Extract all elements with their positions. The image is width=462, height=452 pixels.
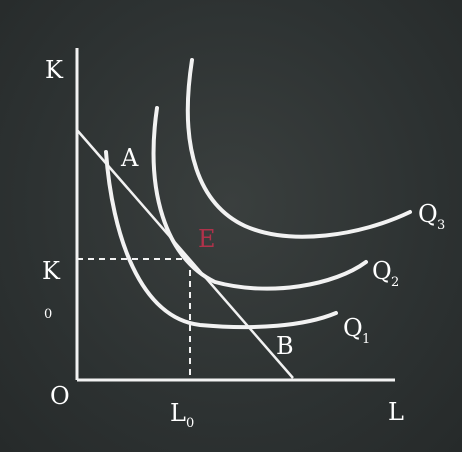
k-axis-label: K xyxy=(45,56,64,84)
l0-subscript: 0 xyxy=(186,416,194,431)
point-b-label: B xyxy=(276,332,294,360)
q2-subscript: 2 xyxy=(391,275,399,290)
q1-subscript: 1 xyxy=(362,332,370,347)
k0-subscript: 0 xyxy=(44,307,52,322)
isoquant-q3 xyxy=(185,58,412,239)
k0-label: K xyxy=(42,257,61,285)
isocost-line xyxy=(76,129,294,379)
l-axis-label: L xyxy=(388,398,404,426)
l0-label: L xyxy=(170,399,186,427)
point-a-label: A xyxy=(120,144,139,172)
point-e-label: E xyxy=(198,225,216,253)
origin-label: O xyxy=(50,382,70,410)
q3-subscript: 3 xyxy=(437,218,445,233)
isoquant-q1 xyxy=(104,150,338,330)
q1-label: Q xyxy=(343,314,363,342)
q2-label: Q xyxy=(372,257,392,285)
q3-label: Q xyxy=(418,200,438,228)
isoquant-q2 xyxy=(151,106,368,291)
